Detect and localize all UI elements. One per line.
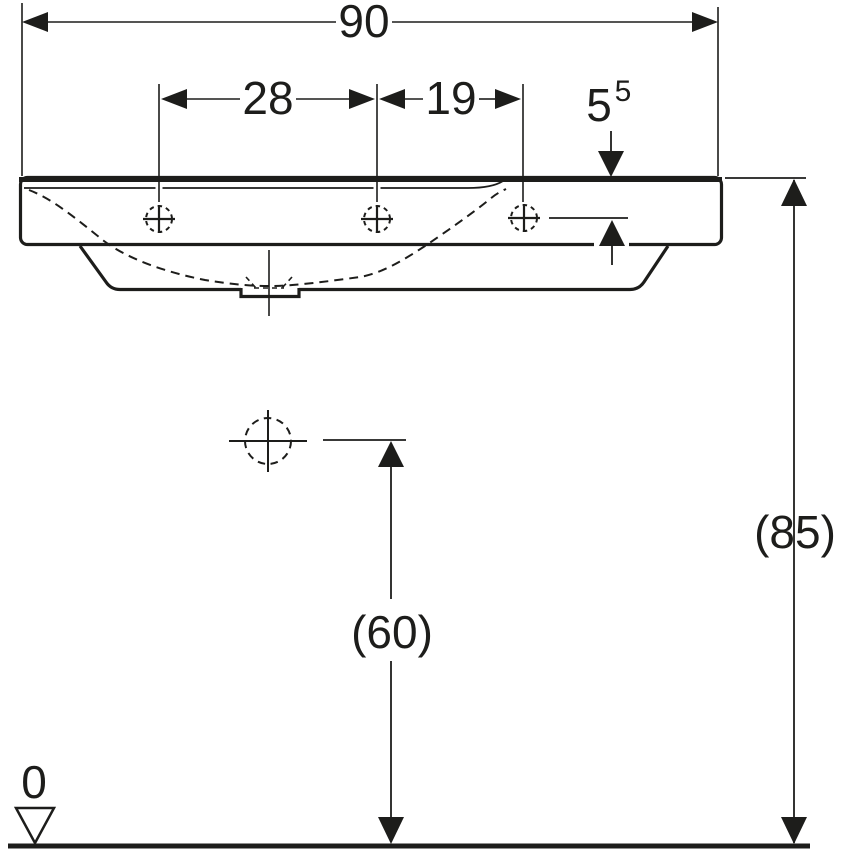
basin-underside-left <box>78 245 241 292</box>
hole-spacing-right-label: 19 <box>425 72 476 124</box>
tap-hole-offset-label: 5 <box>586 79 612 131</box>
tap-holes <box>143 204 540 233</box>
drain-funnel-left <box>245 276 257 289</box>
arrowhead-right-icon <box>495 89 521 109</box>
tap-hole-offset-superscript: 5 <box>615 75 632 108</box>
bowl-curve <box>28 188 507 288</box>
arrowhead-up-icon <box>781 179 807 206</box>
dimension-hole-spacing-left: 28 <box>158 72 378 202</box>
floor-datum: 0 <box>13 756 57 846</box>
arrowhead-down-icon <box>598 151 624 177</box>
arrowhead-down-icon <box>378 817 404 844</box>
arrowhead-right-icon <box>692 12 718 32</box>
mounting-height-label: (60) <box>351 606 433 658</box>
dimension-tap-hole-offset: 5 5 <box>549 75 631 265</box>
datum-triangle-icon <box>13 806 57 846</box>
basin-underside-right <box>299 245 670 292</box>
arrowhead-down-icon <box>781 817 807 844</box>
arrowhead-left-icon <box>379 89 405 109</box>
tap-hole-right <box>508 204 540 232</box>
drain-flange <box>239 288 301 299</box>
overall-width-label: 90 <box>338 0 389 47</box>
dimension-total-height: (85) <box>725 177 836 844</box>
dimension-mounting-height: (60) <box>323 439 433 844</box>
total-height-label: (85) <box>754 506 836 558</box>
tap-hole-middle <box>361 205 393 233</box>
basin-inner-rim-line <box>24 180 504 189</box>
dimension-hole-spacing-right: 19 <box>379 72 524 202</box>
arrowhead-right-icon <box>349 89 375 109</box>
hole-spacing-left-label: 28 <box>242 72 293 124</box>
tap-hole-left <box>143 205 175 233</box>
basin-body <box>18 175 724 299</box>
mounting-point-marker <box>229 410 307 472</box>
arrowhead-up-icon <box>599 220 625 246</box>
arrowhead-left-icon <box>161 89 187 109</box>
floor-datum-label: 0 <box>21 756 47 808</box>
arrowhead-left-icon <box>22 12 48 32</box>
arrowhead-up-icon <box>378 441 404 467</box>
drain-funnel-right <box>281 276 293 289</box>
dimension-overall-width: 90 <box>21 0 719 176</box>
bowl-dashed-contour <box>28 188 507 289</box>
